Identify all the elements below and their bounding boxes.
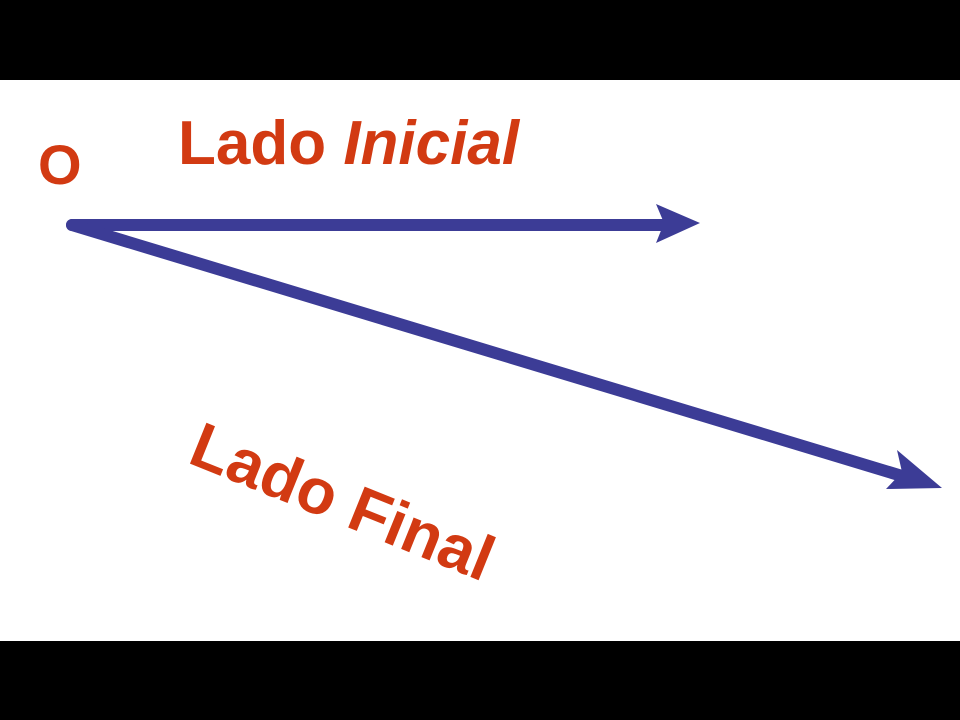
initial-side-label-regular: Lado — [178, 109, 343, 178]
final-side-arrowhead — [886, 450, 942, 489]
initial-side-arrowhead — [656, 204, 700, 243]
final-side-arrow — [66, 219, 942, 489]
final-side-line — [66, 219, 918, 485]
initial-side-label-italic: Inicial — [343, 109, 521, 178]
final-side-label: Lado Final — [181, 408, 505, 595]
initial-side-arrow — [66, 204, 700, 243]
angle-diagram: O Lado Inicial Lado Final — [38, 109, 942, 595]
vertex-label: O — [38, 133, 82, 196]
diagram-canvas: O Lado Inicial Lado Final — [0, 80, 960, 641]
initial-side-label: Lado Inicial — [178, 109, 521, 178]
